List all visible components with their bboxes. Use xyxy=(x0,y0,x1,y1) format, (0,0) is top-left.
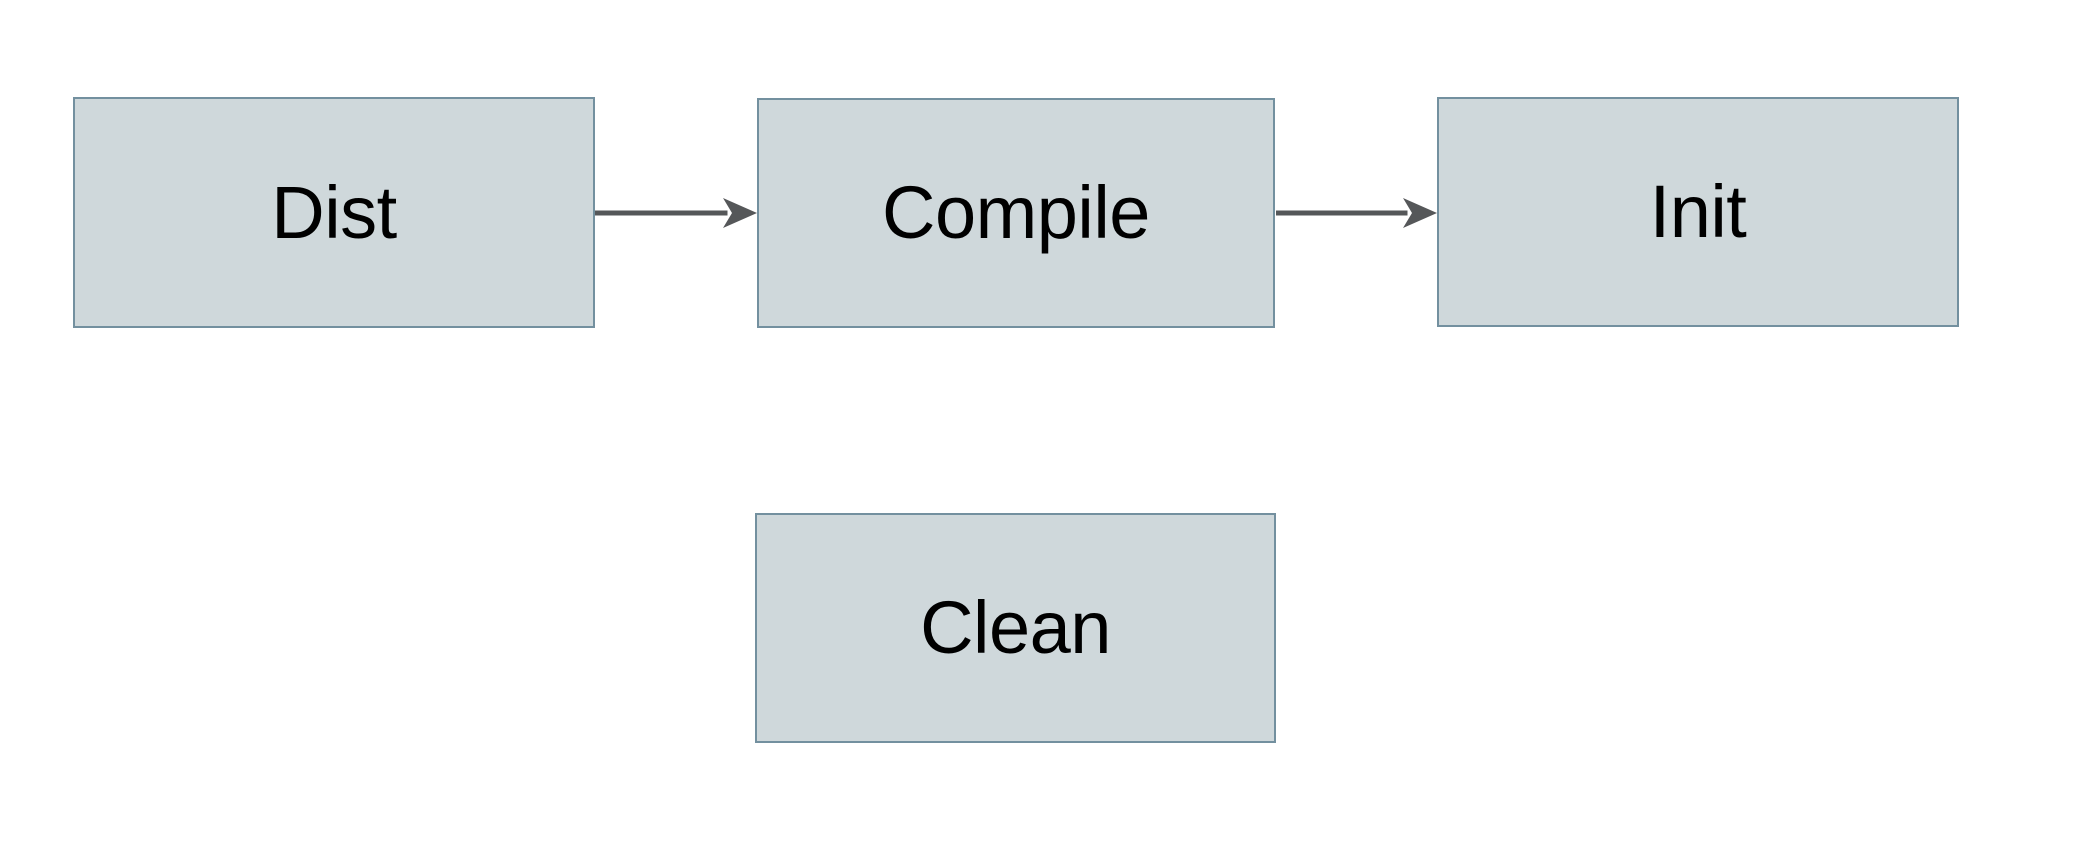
node-clean[interactable]: Clean xyxy=(755,513,1276,743)
node-init-label: Init xyxy=(1649,170,1747,253)
node-init[interactable]: Init xyxy=(1437,97,1959,327)
edge-arrowhead-icon xyxy=(723,198,757,228)
node-dist[interactable]: Dist xyxy=(73,97,595,328)
edge-arrowhead-icon xyxy=(1403,198,1437,228)
edge-dist-to-compile xyxy=(595,198,757,228)
edge-compile-to-init xyxy=(1276,198,1437,228)
node-clean-label: Clean xyxy=(920,586,1111,669)
node-compile-label: Compile xyxy=(882,171,1150,254)
node-dist-label: Dist xyxy=(271,170,397,254)
node-compile[interactable]: Compile xyxy=(757,98,1275,328)
